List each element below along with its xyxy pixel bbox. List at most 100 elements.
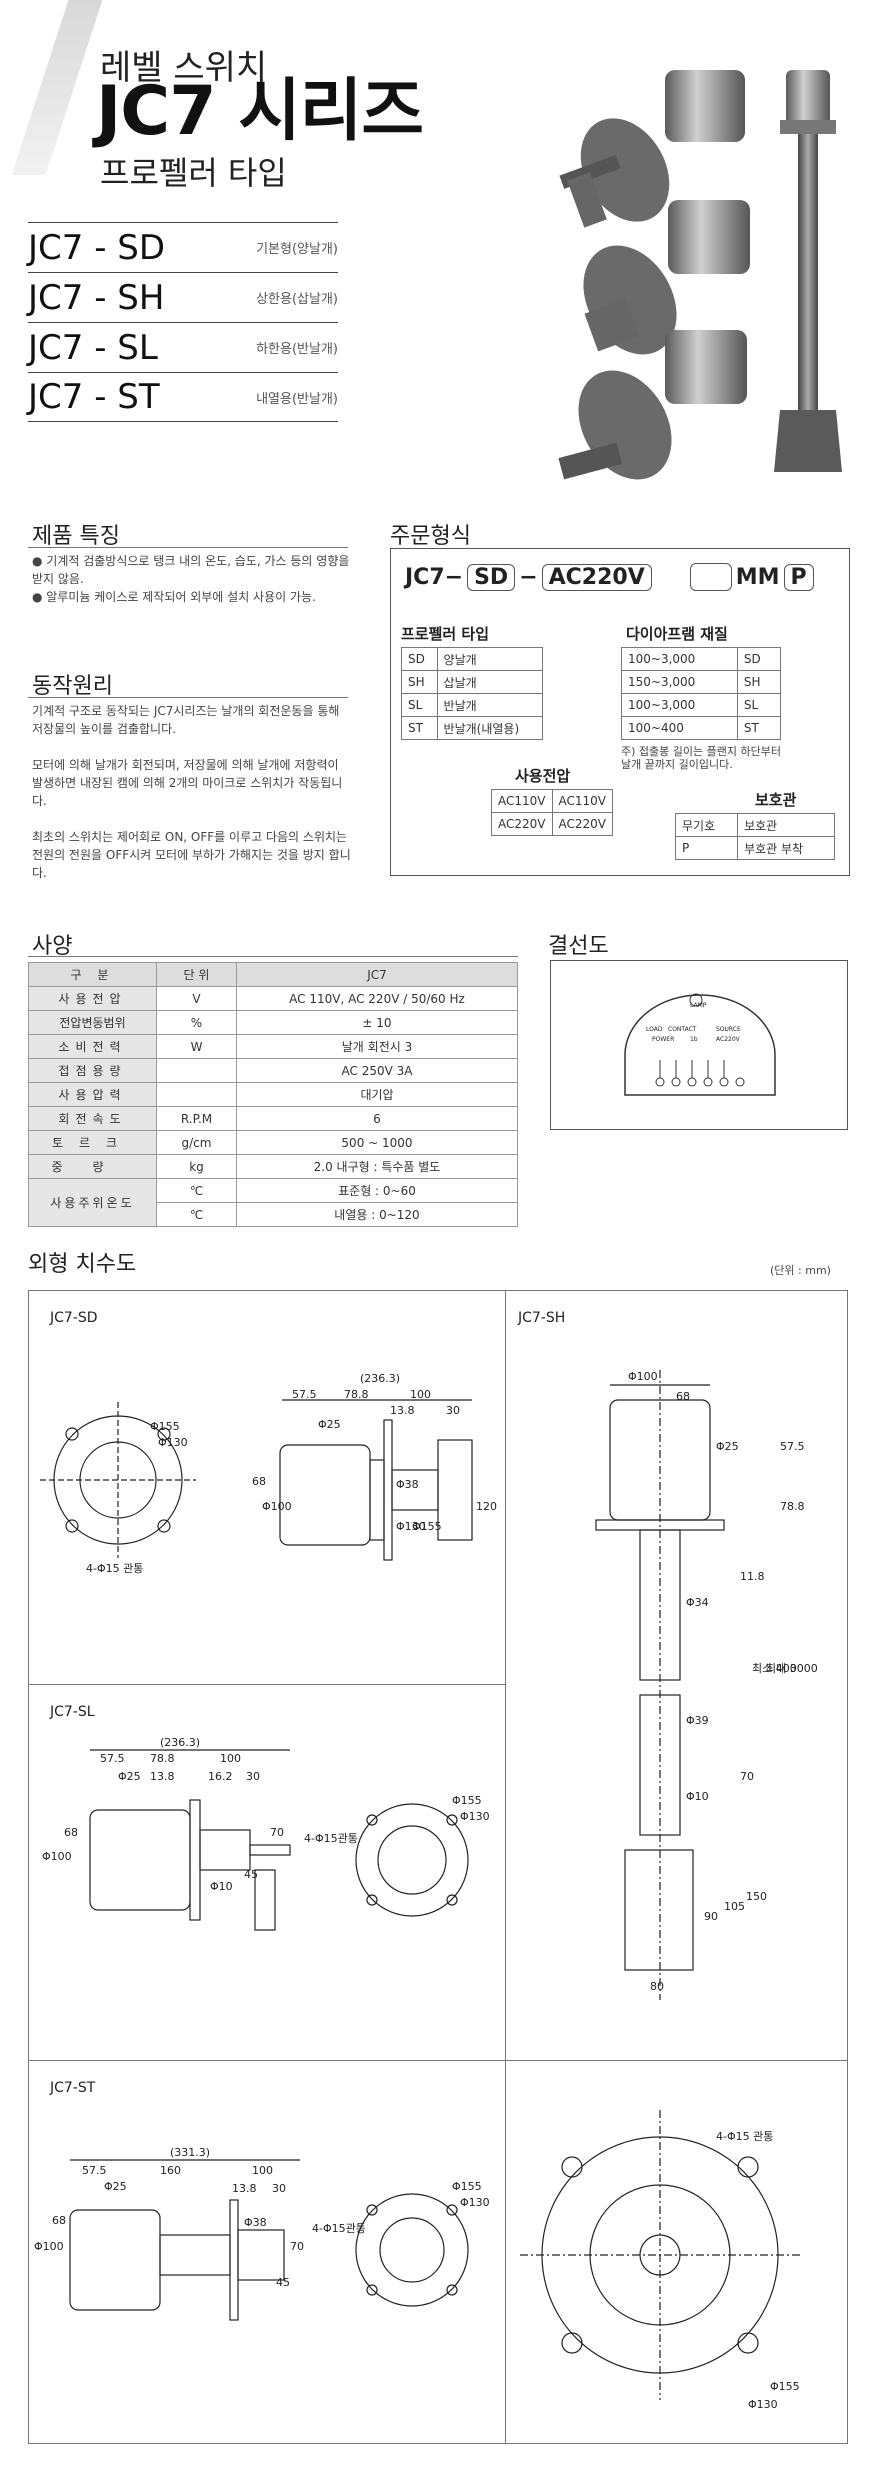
model-name: JC7 - SD	[28, 227, 166, 268]
dim-label: Φ25	[716, 1440, 739, 1453]
table-row: 전압변동범위%± 10	[28, 1010, 518, 1035]
model-name: JC7 - SL	[28, 327, 158, 368]
dims-unit: (단위 : mm)	[770, 1264, 831, 1277]
dim-label: (236.3)	[360, 1372, 401, 1385]
dim-label: 30	[272, 2182, 286, 2195]
dim-label: 68	[52, 2214, 66, 2227]
dim-label: Φ100	[42, 1850, 72, 1863]
dim-label: 70	[740, 1770, 754, 1783]
dim-label: Φ25	[104, 2180, 127, 2193]
voltage-title: 사용전압	[515, 767, 571, 785]
dim-label: 68	[64, 1826, 78, 1839]
dim-label: 45	[244, 1868, 258, 1881]
dim-label: 최대 3000	[766, 1662, 818, 1675]
wiring-title: 결선도	[548, 934, 609, 959]
dim-label: Φ100	[262, 1500, 292, 1513]
features-title: 제품 특징	[32, 524, 120, 549]
wiring-label: CONTACT	[668, 1026, 697, 1033]
dim-label: 100	[410, 1388, 431, 1401]
decorative-slash	[11, 0, 103, 175]
dim-label: 57.5	[100, 1752, 125, 1765]
wiring-label: LOAD	[646, 1026, 663, 1033]
dim-label: Φ155	[452, 1794, 482, 1807]
st-label: JC7-ST	[50, 2080, 96, 2096]
code-part: −	[519, 564, 538, 590]
order-code: JC7− SD − AC220V MM P	[405, 563, 814, 591]
dim-label: Φ130	[396, 1520, 426, 1533]
dim-label: Φ155	[770, 2380, 800, 2393]
principle-text: 기계적 구조로 동작되는 JC7시리즈는 날개의 회전운동을 통해 저장물의 높…	[32, 702, 352, 882]
dim-label: 4-Φ15관통	[312, 2222, 366, 2235]
dim-label: 78.8	[150, 1752, 175, 1765]
header-subtitle: 프로펠러 타입	[100, 154, 287, 192]
dim-label: Φ130	[748, 2398, 778, 2411]
dim-label: 최소 400	[752, 1662, 797, 1675]
paragraph: 기계적 구조로 동작되는 JC7시리즈는 날개의 회전운동을 통해 저장물의 높…	[32, 704, 340, 736]
code-part: AC220V	[541, 563, 652, 591]
dim-label: Φ39	[686, 1714, 709, 1727]
dim-label: Φ10	[686, 1790, 709, 1803]
dim-label: Φ100	[34, 2240, 64, 2253]
dim-label: 30	[246, 1770, 260, 1783]
dim-label: 11.8	[740, 1570, 765, 1583]
dim-label: 13.8	[232, 2182, 257, 2195]
feature-text: 알루미늄 케이스로 제작되어 외부에 설치 사용이 가능.	[46, 590, 316, 604]
propeller-title: 프로펠러 타입	[401, 625, 490, 643]
dim-label: Φ38	[396, 1478, 419, 1491]
model-name: JC7 - SH	[28, 277, 165, 318]
dim-label: Φ130	[158, 1436, 188, 1449]
dim-label: 105	[724, 1900, 745, 1913]
dim-label: 78.8	[344, 1388, 369, 1401]
dim-label: 16.2	[208, 1770, 233, 1783]
wiring-box	[550, 960, 848, 1130]
dim-label: Φ25	[118, 1770, 141, 1783]
dim-label: 57.5	[292, 1388, 317, 1401]
sd-label: JC7-SD	[50, 1310, 98, 1326]
model-row: JC7 - SL 하한용(반날개)	[28, 322, 338, 372]
list-item: ● 알루미늄 케이스로 제작되어 외부에 설치 사용이 가능.	[32, 590, 316, 604]
dim-label: (331.3)	[170, 2146, 211, 2159]
wiring-label: LAMP	[690, 1002, 707, 1009]
dim-label: 120	[476, 1500, 497, 1513]
protect-title: 보호관	[755, 791, 797, 809]
dim-label: Φ38	[244, 2216, 267, 2229]
model-desc: 하한용(반날개)	[256, 342, 338, 357]
dim-label: 80	[650, 1980, 664, 1993]
dim-label: 57.5	[780, 1440, 805, 1453]
diaphragm-title: 다이아프램 재질	[626, 625, 728, 643]
code-blank	[689, 563, 732, 591]
dim-label: 100	[220, 1752, 241, 1765]
dim-label: 4-Φ15 관통	[86, 1562, 144, 1575]
header-kicker: 레벨 스위치	[100, 48, 268, 88]
dim-label: 90	[704, 1910, 718, 1923]
dim-label: Φ155	[150, 1420, 180, 1433]
wiring-label: POWER	[652, 1036, 675, 1043]
wiring-label: 1b	[690, 1036, 698, 1043]
wiring-label: SOURCE	[716, 1026, 741, 1033]
dim-label: 150	[746, 1890, 767, 1903]
code-part: SD	[467, 563, 516, 591]
dim-label: 13.8	[390, 1404, 415, 1417]
feature-text: 기계적 검출방식으로 탱크 내의 온도, 습도, 가스 등의 영향을 받지 않음…	[32, 554, 350, 586]
dim-label: 70	[290, 2240, 304, 2253]
spec-title: 사양	[32, 934, 73, 959]
dims-frame	[28, 1290, 848, 2444]
dim-label: 30	[446, 1404, 460, 1417]
model-desc: 내열용(반날개)	[256, 391, 338, 407]
dim-label: 4-Φ15관통	[304, 1832, 358, 1845]
dim-label: 78.8	[780, 1500, 805, 1513]
features-list: ● 기계적 검출방식으로 탱크 내의 온도, 습도, 가스 등의 영향을 받지 …	[32, 552, 352, 606]
principle-title: 동작원리	[32, 674, 113, 699]
